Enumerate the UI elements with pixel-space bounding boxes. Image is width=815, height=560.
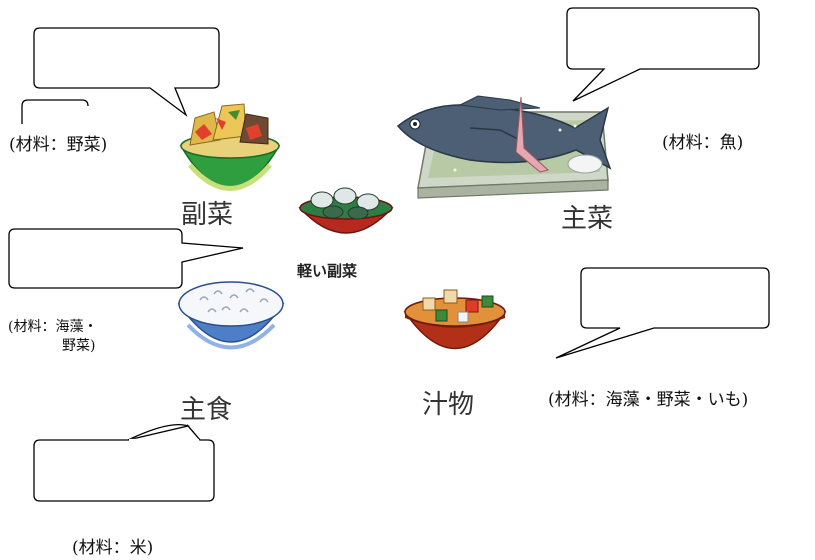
miso-soup-bowl-icon [403,289,507,350]
category-label-shirumono: 汁物 [422,390,474,420]
speech-bubble-shushoku [33,423,215,502]
category-label-fukusai: 副菜 [181,200,233,230]
category-label-shushoku: 主食 [180,395,232,425]
speech-bubble-karui-fukusai [8,228,244,289]
category-label-shusai: 主菜 [561,204,613,234]
simmered-vegetables-bowl-icon [179,103,281,191]
speech-bubble-fukusai-small [21,99,89,124]
speech-bubble-fukusai [33,27,220,117]
category-label-karui-fukusai: 軽い副菜 [297,262,357,280]
material-label-karui-fukusai-line2: 野菜) [62,338,95,354]
material-label-fukusai: (材料：野菜) [9,135,107,155]
rice-bowl-icon [177,281,285,350]
material-label-shirumono: (材料：海藻・野菜・いも) [548,390,748,410]
material-label-karui-fukusai-line1: (材料：海藻・ [8,319,97,335]
material-label-shushoku: (材料：米) [72,538,153,558]
material-label-shusai: (材料：魚) [662,133,743,153]
speech-bubble-shusai [566,7,760,102]
grilled-fish-plate-icon [396,95,612,199]
seaweed-salad-bowl-icon [298,187,394,234]
speech-bubble-shirumono [555,267,770,359]
